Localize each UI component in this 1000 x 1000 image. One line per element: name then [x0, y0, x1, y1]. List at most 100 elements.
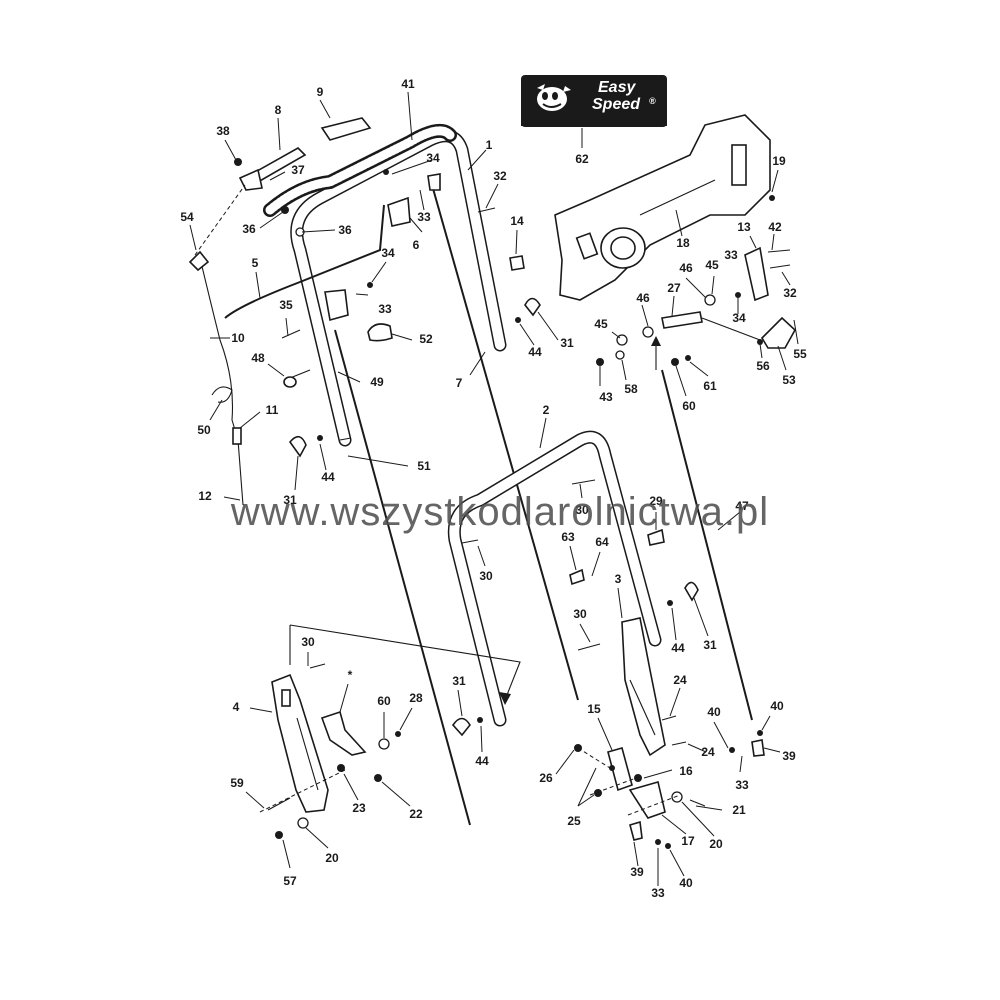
- part-label-44b: 44: [528, 345, 542, 359]
- part-label-32b: 32: [783, 286, 797, 300]
- part-label-13: 13: [737, 220, 751, 234]
- part-label-40a: 40: [707, 705, 721, 719]
- part-label-44a: 44: [321, 470, 335, 484]
- part-label-45a: 45: [705, 258, 719, 272]
- part-label-30c: 30: [573, 607, 587, 621]
- part-label-24a: 24: [673, 673, 687, 687]
- control-wire: [224, 204, 385, 319]
- part-label-31a: 31: [283, 493, 297, 507]
- part-label-37: 37: [291, 163, 305, 177]
- part-label-20a: 20: [709, 837, 723, 851]
- logo-trademark: ®: [649, 96, 656, 106]
- part-label-49: 49: [370, 375, 384, 389]
- part-label-35: 35: [279, 298, 293, 312]
- part-label-44c: 44: [671, 641, 685, 655]
- part-label-28: 28: [409, 691, 423, 705]
- part-label-15: 15: [587, 702, 601, 716]
- part-label-34a: 34: [381, 246, 395, 260]
- control-housing: [554, 114, 771, 301]
- part-label-31c: 31: [703, 638, 717, 652]
- part-label-40b: 40: [770, 699, 784, 713]
- part-label-41: 41: [401, 77, 415, 91]
- part-label-17: 17: [681, 834, 695, 848]
- part-label-26: 26: [539, 771, 553, 785]
- drive-rod: [431, 184, 579, 701]
- part-label-27: 27: [667, 281, 681, 295]
- handle-bracket: [324, 289, 349, 322]
- part-label-48: 48: [251, 351, 265, 365]
- part-label-7: 7: [456, 376, 463, 390]
- bracket-13: [744, 246, 769, 302]
- foam-grip: [263, 123, 457, 217]
- bracket-15: [607, 747, 633, 792]
- knob-52: [367, 323, 393, 342]
- part-label-30a: 30: [575, 503, 589, 517]
- part-label-10: 10: [231, 331, 245, 345]
- mascot-icon: [537, 84, 571, 111]
- part-label-55: 55: [793, 347, 807, 361]
- part-label-62: 62: [575, 152, 589, 166]
- part-label-59: 59: [230, 776, 244, 790]
- bracket-17: [628, 780, 666, 819]
- part-label-46b: 46: [636, 291, 650, 305]
- part-label-34c: 34: [732, 311, 746, 325]
- lower-handle: [447, 430, 662, 727]
- part-label-8: 8: [275, 103, 282, 117]
- part-label-19: 19: [772, 154, 786, 168]
- part-label-56: 56: [756, 359, 770, 373]
- part-label-64: 64: [595, 535, 609, 549]
- long-rod: [334, 329, 471, 826]
- part-label-40c: 40: [679, 876, 693, 890]
- bracket-6: [387, 196, 411, 227]
- part-labels: 41 9 8 38 37 36 36 54 5 10 35 48 49 11 5…: [180, 77, 807, 900]
- part-label-asterisk: *: [348, 668, 353, 682]
- part-label-29: 29: [649, 494, 663, 508]
- part-label-34b: 34: [426, 151, 440, 165]
- part-label-39a: 39: [782, 749, 796, 763]
- part-label-14: 14: [510, 214, 524, 228]
- hardware: [234, 158, 791, 849]
- bracket-3: [621, 617, 666, 757]
- watermark-text: www.wszystkodlarolnictwa.pl: [230, 490, 770, 534]
- part-label-46a: 46: [679, 261, 693, 275]
- part-label-5: 5: [252, 256, 259, 270]
- part-label-24b: 24: [701, 745, 715, 759]
- part-label-16: 16: [679, 764, 693, 778]
- part-label-50: 50: [197, 423, 211, 437]
- part-label-3: 3: [615, 572, 622, 586]
- logo-text-easy: Easy: [598, 79, 636, 96]
- part-label-33b: 33: [417, 210, 431, 224]
- part-label-1: 1: [486, 138, 493, 152]
- part-label-21: 21: [732, 803, 746, 817]
- part-label-60a: 60: [682, 399, 696, 413]
- part-label-9: 9: [317, 85, 324, 99]
- part-label-32a: 32: [493, 169, 507, 183]
- logo-text-speed: Speed: [592, 96, 641, 113]
- part-label-45b: 45: [594, 317, 608, 331]
- bracket-star: [320, 710, 367, 756]
- grip-cap: [320, 117, 372, 141]
- part-label-60b: 60: [377, 694, 391, 708]
- logo-underline: [521, 118, 667, 126]
- part-label-61: 61: [703, 379, 717, 393]
- part-label-11: 11: [266, 403, 279, 417]
- part-label-39b: 39: [630, 865, 644, 879]
- bracket-4: [271, 673, 329, 813]
- part-label-22: 22: [409, 807, 423, 821]
- part-label-33c: 33: [724, 248, 738, 262]
- part-label-6: 6: [413, 238, 420, 252]
- part-label-53: 53: [782, 373, 796, 387]
- part-label-12: 12: [198, 489, 212, 503]
- control-cable: [188, 184, 246, 506]
- link-27: [661, 311, 703, 329]
- part-label-43: 43: [599, 390, 613, 404]
- part-label-36a: 36: [242, 222, 256, 236]
- part-label-33e: 33: [651, 886, 665, 900]
- part-label-57: 57: [283, 874, 297, 888]
- part-label-2: 2: [543, 403, 550, 417]
- part-label-23: 23: [352, 801, 366, 815]
- part-label-54: 54: [180, 210, 194, 224]
- clip-14: [509, 255, 525, 271]
- part-label-33a: 33: [378, 302, 392, 316]
